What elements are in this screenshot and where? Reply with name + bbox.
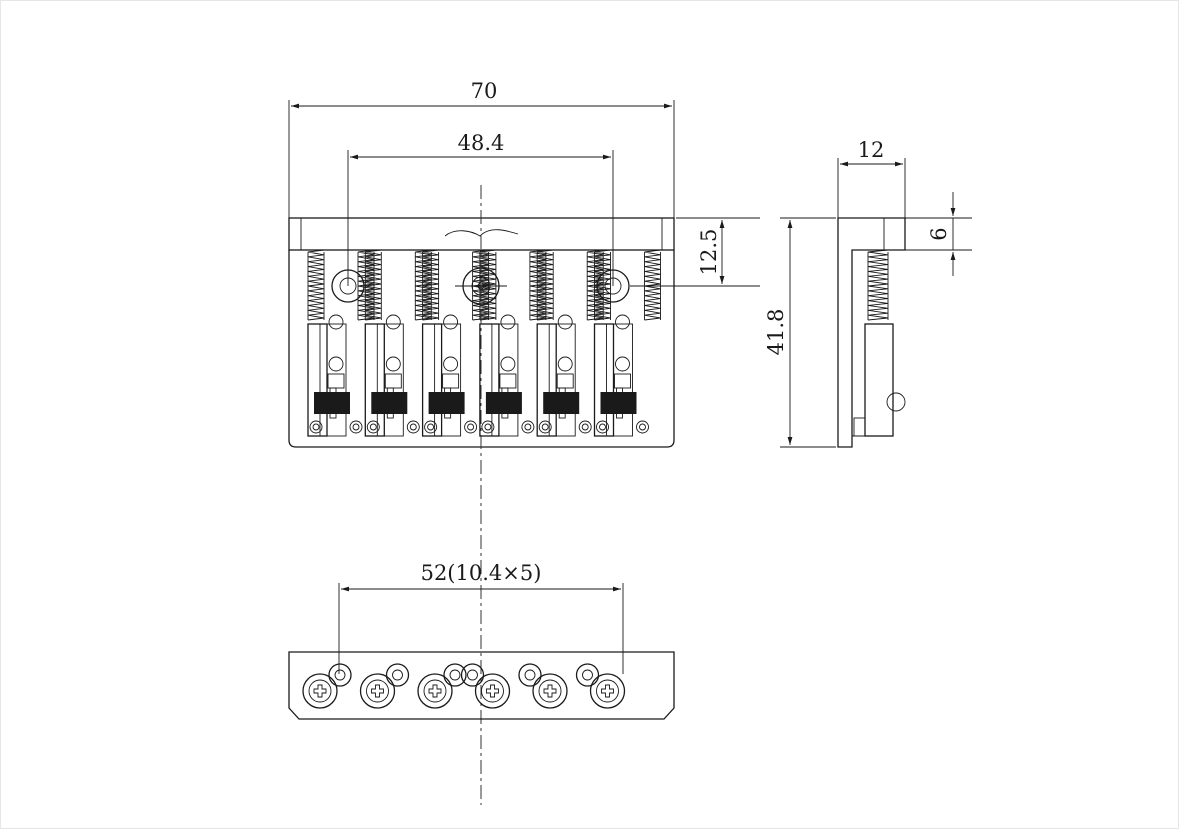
dim-label-70: 70 <box>471 79 498 103</box>
dim-label-12-5: 12.5 <box>697 229 721 276</box>
mount-screw <box>575 663 626 709</box>
dim-hole-spacing: 48.4 <box>347 131 614 286</box>
saddle-group <box>307 249 661 437</box>
mount-screw <box>359 663 410 709</box>
dim-label-48-4: 48.4 <box>458 131 505 155</box>
mount-screw <box>417 663 467 709</box>
dim-label-41-8: 41.8 <box>764 309 788 356</box>
saddle <box>536 249 604 437</box>
side-view <box>837 217 906 448</box>
bottom-view <box>288 651 675 720</box>
saddle <box>307 249 375 437</box>
bottom-plate <box>288 651 675 720</box>
saddle <box>593 249 661 437</box>
top-view <box>288 217 675 448</box>
side-spring <box>867 249 889 321</box>
dim-side-height: 6 <box>905 192 972 276</box>
dim-label-6: 6 <box>927 227 951 240</box>
brand-logo <box>444 229 519 237</box>
saddle <box>479 249 547 437</box>
dim-side-width: 12 <box>837 138 906 218</box>
dim-total-length: 41.8 <box>764 217 836 448</box>
mount-screw <box>460 663 511 709</box>
mount-screw <box>302 663 352 709</box>
dim-total-width: 70 <box>288 79 675 218</box>
screw-group <box>302 663 626 709</box>
saddle <box>364 249 432 437</box>
dim-label-12: 12 <box>858 138 885 162</box>
dim-string-spacing: 52(10.4×5) <box>338 561 624 674</box>
dim-label-52: 52(10.4×5) <box>421 561 542 585</box>
saddle <box>421 249 490 437</box>
dim-hole-offset: 12.5 <box>630 217 760 287</box>
mount-screw <box>518 663 568 709</box>
